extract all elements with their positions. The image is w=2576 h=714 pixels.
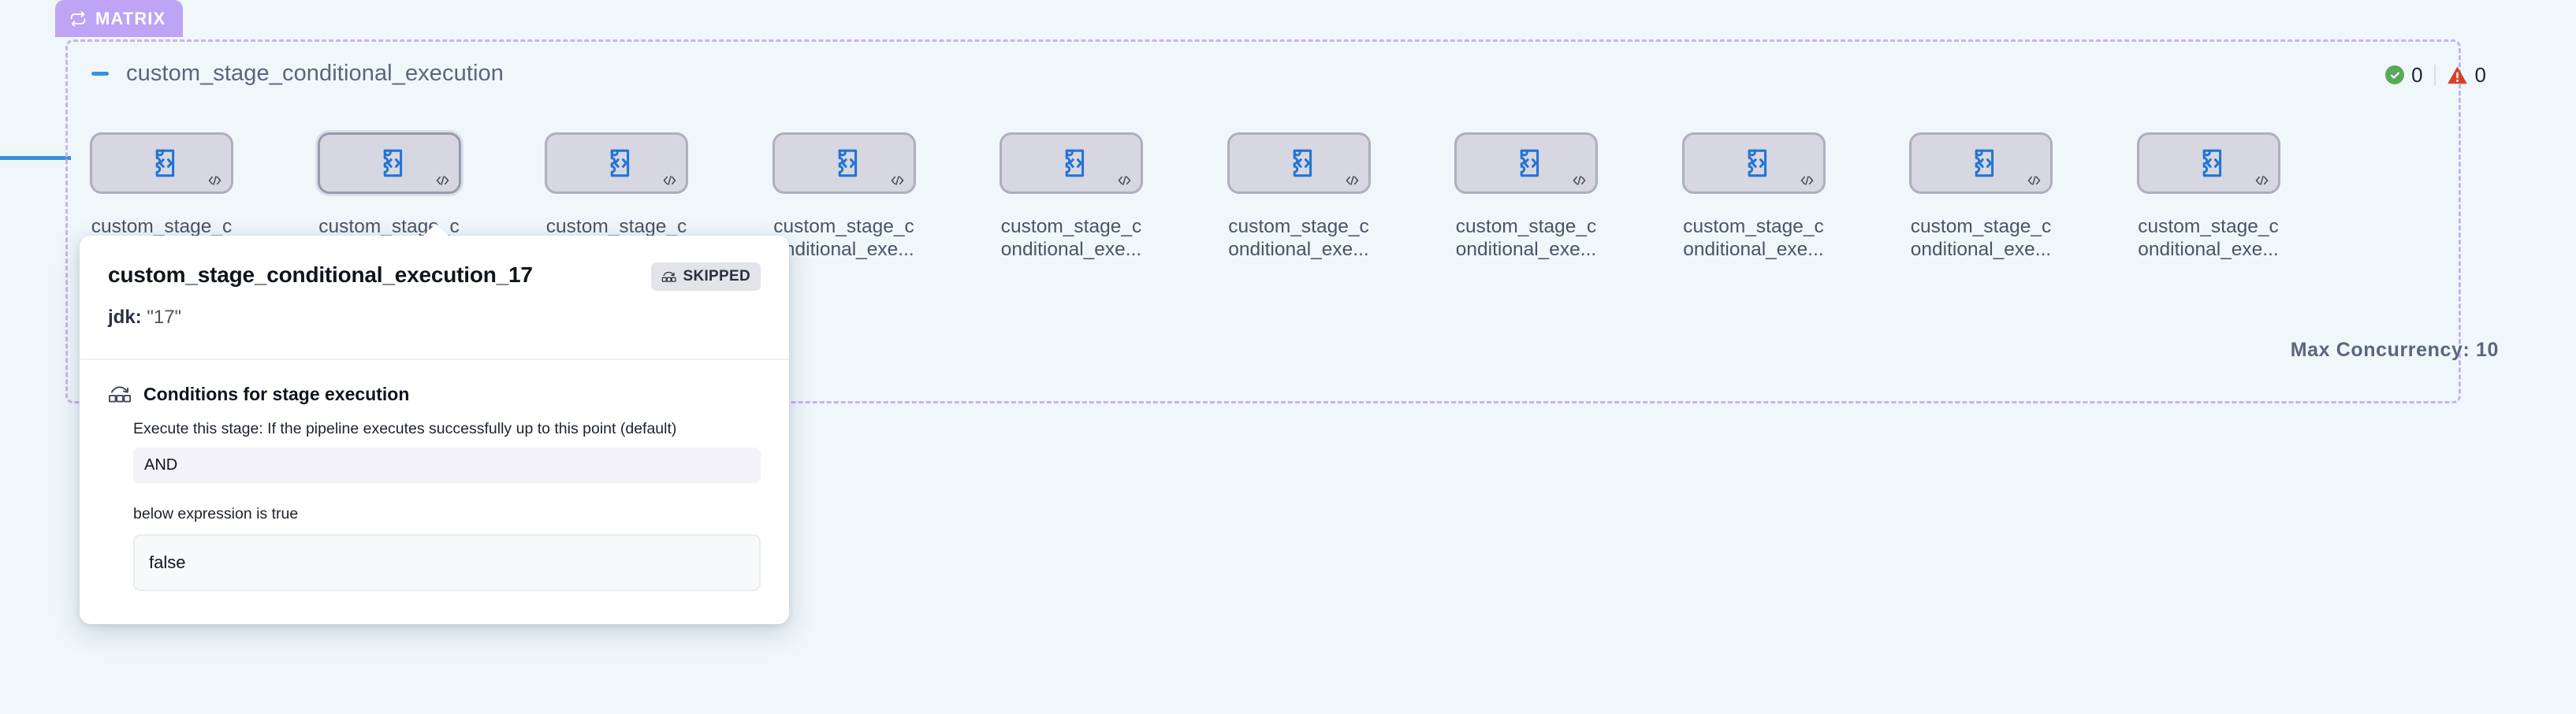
stage-node[interactable]: custom_stage_conditional_exe... [1220,132,1378,261]
code-brackets-icon [2254,174,2269,187]
stage-node[interactable]: custom_stage_conditional_exe... [2130,132,2288,261]
custom-stage-code-icon [146,148,177,178]
param-key: jdk: [108,307,142,328]
warning-triangle-icon [2447,65,2468,85]
popover-title: custom_stage_conditional_execution_17 [108,262,533,287]
code-brackets-icon [890,174,905,187]
custom-stage-code-icon [1510,148,1542,178]
code-brackets-icon [1117,174,1132,187]
custom-stage-code-icon [1055,148,1087,178]
stage-node-label: custom_stage_conditional_exe... [1000,216,1142,260]
stage-node-box[interactable] [317,132,461,194]
conditions-sub-label: below expression is true [133,505,299,522]
conditions-expression-field: false [133,534,761,591]
stage-node[interactable]: custom_stage_conditional_exe... [1675,132,1833,261]
minus-icon-bar [91,71,109,76]
stage-node-box[interactable] [90,132,233,194]
stage-node-box[interactable] [1681,132,1826,194]
stage-node[interactable]: custom_stage_conditional_exe... [765,132,923,261]
code-brackets-icon [1800,174,1815,187]
code-brackets-icon [1345,174,1360,187]
stage-node-label: custom_stage_conditional_exe... [1683,216,1824,260]
stage-node-label: custom_stage_conditional_exe... [773,216,914,260]
code-brackets-icon [2027,174,2042,187]
status-badge-success[interactable]: 0 [2374,63,2433,87]
conditions-operator-field: AND [133,448,761,483]
stage-node-box[interactable] [1000,132,1143,194]
stage-node[interactable]: custom_stage_conditional_exe... [538,132,695,261]
custom-stage-code-icon [1965,148,1997,178]
code-brackets-icon [662,174,677,187]
custom-stage-code-icon [374,148,405,178]
matrix-group-container [65,39,2461,403]
popover-header: custom_stage_conditional_execution_17 SK… [80,236,789,360]
max-concurrency-label: Max Concurrency: 10 [2290,339,2499,361]
stage-node[interactable]: custom_stage_conditional_exe... [1902,132,2060,261]
stage-nodes-row: custom_stage_conditional_exe...custom_st… [65,132,2461,322]
custom-stage-code-icon [828,148,860,178]
success-count: 0 [2411,62,2423,87]
custom-stage-code-icon [1283,148,1315,178]
stage-detail-popover: custom_stage_conditional_execution_17 SK… [80,224,789,624]
conditions-description: Execute this stage: If the pipeline exec… [133,420,677,437]
skip-stage-icon [108,385,132,405]
stage-node-label: custom_stage_conditional_exe... [2138,216,2279,260]
custom-stage-code-icon [1738,148,1770,178]
skip-stage-icon [661,270,677,284]
conditions-heading: Conditions for stage execution [143,384,410,404]
status-badge-label: SKIPPED [683,268,750,284]
status-badge-error[interactable]: 0 [2436,63,2497,87]
error-count: 0 [2474,62,2486,87]
group-header: custom_stage_conditional_execution [87,60,2576,87]
custom-stage-code-icon [601,148,632,178]
matrix-badge-label: MATRIX [95,8,166,28]
stage-node-box[interactable] [1454,132,1598,194]
stage-node-label: custom_stage_conditional_exe... [1228,216,1369,260]
code-brackets-icon [207,174,222,187]
incoming-connector-edge [0,156,71,160]
success-check-icon [2385,65,2405,84]
status-badge: SKIPPED [651,262,761,291]
stage-node-box[interactable] [1227,132,1371,194]
popover-arrow [423,224,449,236]
code-brackets-icon [435,174,450,187]
stage-node[interactable]: custom_stage_conditional_exe... [992,132,1150,261]
code-brackets-icon [1572,174,1587,187]
popover-body: Conditions for stage execution Execute t… [80,360,789,624]
stage-node-label: custom_stage_conditional_exe... [1455,216,1597,260]
stage-node[interactable]: custom_stage_conditional_exe... [1447,132,1605,261]
stage-parameters: jdk: "17" [108,307,761,329]
minus-icon[interactable] [87,60,114,87]
stage-node-box[interactable] [2136,132,2280,194]
status-counters: 0 0 [2374,61,2497,88]
matrix-badge: MATRIX [55,0,184,37]
stage-node-box[interactable] [545,132,688,194]
page-title: custom_stage_conditional_execution [126,60,504,86]
loop-icon [69,10,87,28]
custom-stage-code-icon [2193,148,2224,178]
param-value: "17" [147,307,182,328]
counter-divider [2433,65,2436,85]
stage-node-box[interactable] [772,132,916,194]
stage-node-label: custom_stage_conditional_exe... [1910,216,2052,260]
stage-node-box[interactable] [1909,132,2053,194]
